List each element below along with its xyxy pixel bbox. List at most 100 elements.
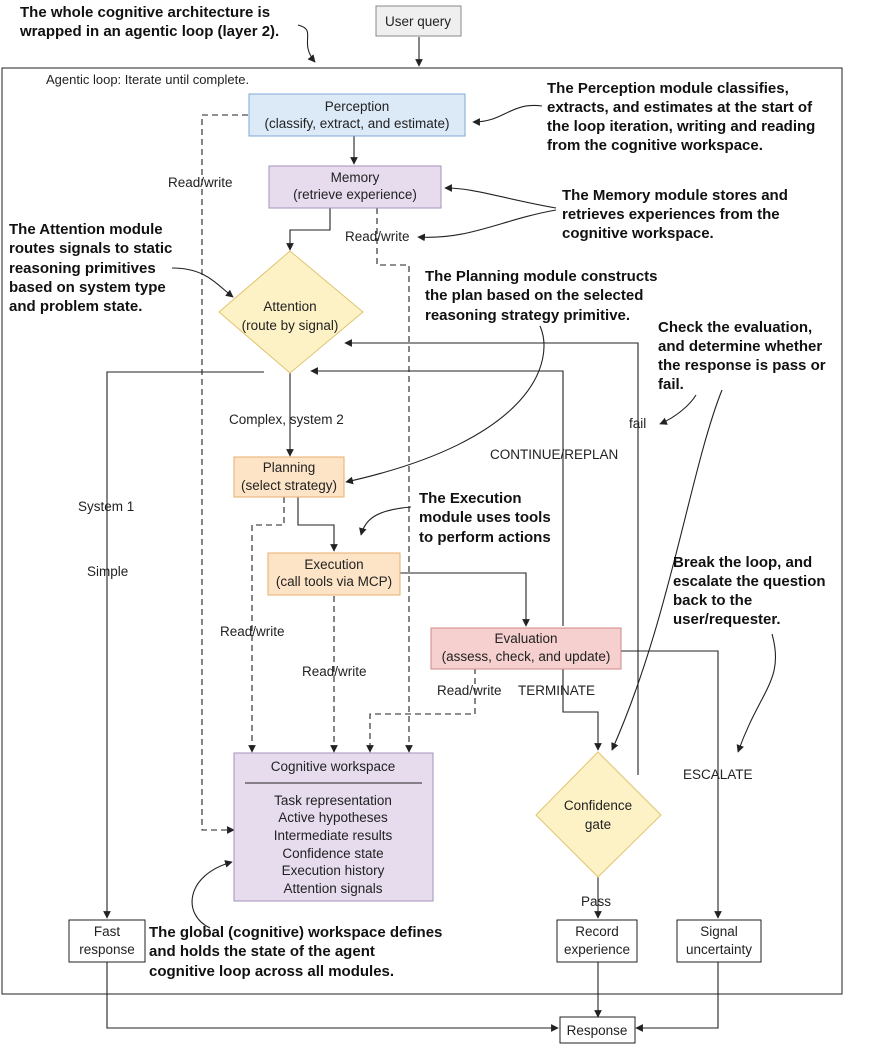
annotation-curves xyxy=(171,24,777,929)
confidence-gate-line2: gate xyxy=(585,817,611,832)
annotation-line: escalate the question xyxy=(673,573,826,590)
planning-node: Planning (select strategy) xyxy=(233,456,345,498)
workspace-item: Attention signals xyxy=(283,881,382,896)
perception-title: Perception xyxy=(325,99,390,114)
annotation-execution: The Execution module uses tools to perfo… xyxy=(419,490,551,546)
cognitive-workspace-node: Cognitive workspace Task representation … xyxy=(233,752,434,902)
memory-title: Memory xyxy=(331,170,380,185)
annotation-memory: The Memory module stores and retrieves e… xyxy=(562,187,788,242)
annotation-line: and holds the state of the agent xyxy=(149,943,375,960)
annotation-line: the loop iteration, writing and reading xyxy=(547,118,815,135)
edge-labels: Read/write Read/write Complex, system 2 … xyxy=(78,175,753,909)
fast-response-node: Fast response xyxy=(68,919,146,963)
agentic-loop-frame xyxy=(1,67,843,995)
edge-label-complex: Complex, system 2 xyxy=(229,412,344,427)
annotation-line: The Planning module constructs xyxy=(425,268,658,285)
annotation-planning: The Planning module constructs the plan … xyxy=(425,268,658,324)
annotation-line: retrieves experiences from the xyxy=(562,206,780,223)
execution-node: Execution (call tools via MCP) xyxy=(267,552,401,596)
solid-edges xyxy=(103,37,722,1032)
signal-uncertainty-line1: Signal xyxy=(700,924,738,939)
annotation-line: The Memory module stores and xyxy=(562,187,788,204)
edge-label-read-write: Read/write xyxy=(345,229,410,244)
workspace-item: Execution history xyxy=(282,863,385,878)
user-query-node: User query xyxy=(375,5,462,37)
edge-label-read-write: Read/write xyxy=(437,683,502,698)
planning-subtitle: (select strategy) xyxy=(241,478,337,493)
memory-subtitle: (retrieve experience) xyxy=(293,187,417,202)
annotation-line: The Perception module classifies, xyxy=(547,80,789,97)
edge-label-fail: fail xyxy=(629,416,646,431)
annotation-line: routes signals to static xyxy=(9,240,172,257)
memory-node: Memory (retrieve experience) xyxy=(268,165,442,209)
annotation-line: The global (cognitive) workspace defines xyxy=(149,924,442,941)
planning-title: Planning xyxy=(263,460,316,475)
record-experience-node: Record experience xyxy=(556,919,638,963)
annotation-line: reasoning strategy primitive. xyxy=(425,307,630,324)
response-node: Response xyxy=(559,1016,636,1044)
edge-label-read-write: Read/write xyxy=(220,624,285,639)
agentic-loop-label: Agentic loop: Iterate until complete. xyxy=(46,72,249,87)
workspace-item: Confidence state xyxy=(282,846,383,861)
annotation-line: The Attention module xyxy=(9,221,163,238)
annotation-line: based on system type xyxy=(9,279,166,296)
annotation-line: The whole cognitive architecture is xyxy=(20,4,270,21)
perception-subtitle: (classify, extract, and estimate) xyxy=(264,116,449,131)
confidence-gate-line1: Confidence xyxy=(564,798,632,813)
fast-response-line1: Fast xyxy=(94,924,121,939)
annotation-check: Check the evaluation, and determine whet… xyxy=(658,319,826,393)
evaluation-title: Evaluation xyxy=(494,631,557,646)
annotation-perception: The Perception module classifies, extrac… xyxy=(547,80,815,154)
execution-subtitle: (call tools via MCP) xyxy=(276,574,392,589)
annotation-line: wrapped in an agentic loop (layer 2). xyxy=(19,23,279,40)
annotation-line: cognitive workspace. xyxy=(562,225,714,242)
annotation-line: fail. xyxy=(658,376,684,393)
workspace-item: Active hypotheses xyxy=(278,810,388,825)
edge-label-terminate: TERMINATE xyxy=(518,683,595,698)
annotation-line: The Execution xyxy=(419,490,522,507)
annotation-line: and problem state. xyxy=(9,298,142,315)
edge-label-read-write: Read/write xyxy=(302,664,367,679)
edge-label-simple: Simple xyxy=(87,564,128,579)
annotation-line: back to the xyxy=(673,592,752,609)
perception-node: Perception (classify, extract, and estim… xyxy=(248,93,466,137)
workspace-item: Intermediate results xyxy=(274,828,393,843)
fast-response-line2: response xyxy=(79,942,135,957)
signal-uncertainty-line2: uncertainty xyxy=(686,942,752,957)
record-experience-line2: experience xyxy=(564,942,630,957)
workspace-item: Task representation xyxy=(274,793,392,808)
annotation-line: the response is pass or xyxy=(658,357,826,374)
annotation-line: to perform actions xyxy=(419,529,551,546)
signal-uncertainty-node: Signal uncertainty xyxy=(676,919,762,963)
evaluation-node: Evaluation (assess, check, and update) xyxy=(430,627,622,670)
annotation-line: user/requester. xyxy=(673,611,781,628)
edge-label-escalate: ESCALATE xyxy=(683,767,753,782)
annotation-line: cognitive loop across all modules. xyxy=(149,963,394,980)
record-experience-line1: Record xyxy=(575,924,619,939)
annotation-escalate: Break the loop, and escalate the questio… xyxy=(673,554,826,628)
annotation-line: and determine whether xyxy=(658,338,822,355)
response-label: Response xyxy=(567,1023,628,1038)
annotation-line: Check the evaluation, xyxy=(658,319,812,336)
annotation-line: extracts, and estimates at the start of xyxy=(547,99,813,116)
attention-title: Attention xyxy=(263,299,316,314)
annotation-attention: The Attention module routes signals to s… xyxy=(9,221,172,315)
user-query-label: User query xyxy=(385,14,451,29)
annotation-line: reasoning primitives xyxy=(9,260,156,277)
annotation-line: from the cognitive workspace. xyxy=(547,137,763,154)
annotation-line: Break the loop, and xyxy=(673,554,812,571)
edge-label-system1: System 1 xyxy=(78,499,134,514)
edge-label-continue: CONTINUE/REPLAN xyxy=(490,447,618,462)
attention-subtitle: (route by signal) xyxy=(242,318,339,333)
dashed-edges xyxy=(201,114,476,834)
workspace-title: Cognitive workspace xyxy=(271,759,396,774)
execution-title: Execution xyxy=(304,557,363,572)
annotation-loop: The whole cognitive architecture is wrap… xyxy=(19,4,279,40)
annotation-workspace: The global (cognitive) workspace defines… xyxy=(149,924,442,980)
edge-label-pass: Pass xyxy=(581,894,611,909)
attention-node: Attention (route by signal) xyxy=(218,250,364,374)
annotation-line: the plan based on the selected xyxy=(425,287,643,304)
confidence-gate-node: Confidence gate xyxy=(535,751,662,878)
edge-label-read-write: Read/write xyxy=(168,175,233,190)
